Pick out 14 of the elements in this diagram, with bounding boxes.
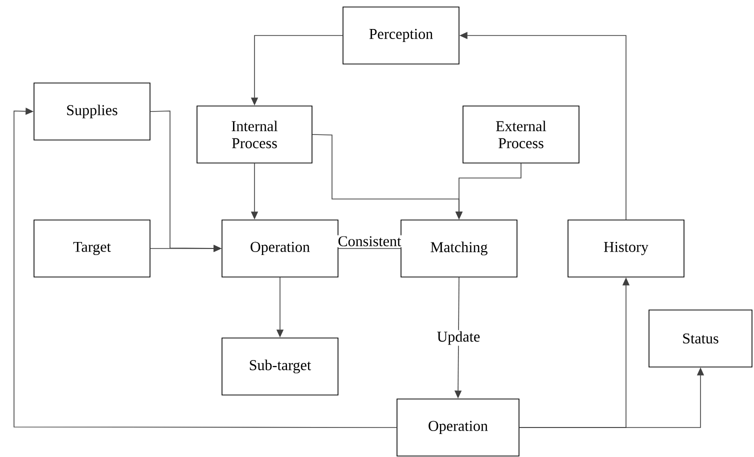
process-box: Status	[648, 310, 752, 368]
edge-label: Update	[436, 330, 482, 346]
process-box: Matching	[400, 220, 518, 278]
process-box: Sub-target	[222, 338, 338, 396]
process-box: Perception	[342, 6, 460, 64]
process-box: Operation	[396, 398, 520, 456]
arrow	[14, 108, 397, 428]
edge-label: Consistent	[336, 235, 402, 248]
process-box: Operation	[222, 220, 338, 278]
process-box: History	[568, 220, 684, 278]
process-box: External Process	[462, 106, 580, 164]
process-box: Internal Process	[196, 106, 312, 164]
process-box: Supplies	[34, 82, 150, 140]
process-box: Target	[34, 220, 150, 278]
